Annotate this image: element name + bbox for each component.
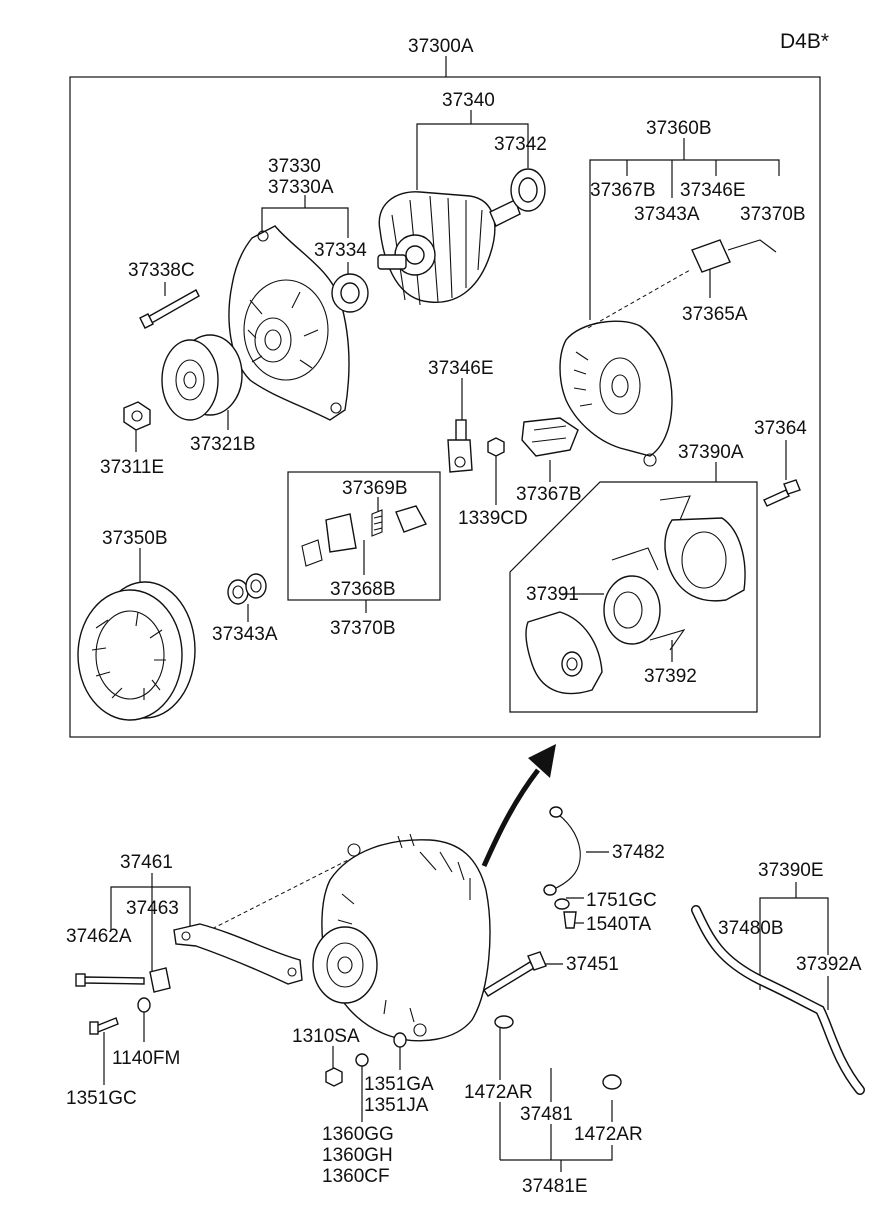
engine-code: D4B*: [780, 30, 829, 53]
screw-37364: [763, 479, 801, 507]
label-37330: 37330: [268, 156, 321, 177]
label-37451: 37451: [566, 954, 619, 975]
alternator-assembly: [312, 833, 491, 1042]
bolt-37338C: [139, 289, 200, 329]
label-37391: 37391: [526, 584, 579, 605]
label-37390A: 37390A: [678, 442, 744, 463]
brush-holder-37370B: [301, 505, 428, 567]
rotor-37340: [377, 191, 521, 306]
label-1339CD: 1339CD: [458, 508, 528, 529]
bracket-37461: [173, 923, 303, 985]
cover-37390A: [659, 495, 746, 602]
leader-lines: [103, 56, 829, 1172]
label-37392A: 37392A: [796, 954, 862, 975]
clamp-1472AR-right: [602, 1074, 622, 1090]
front-housing-37330: [228, 225, 350, 421]
label-37330A: 37330A: [268, 177, 334, 198]
washer-1360GG: [355, 1053, 369, 1067]
label-37338C: 37338C: [128, 260, 195, 281]
label-1472AR-right: 1472AR: [574, 1124, 643, 1145]
label-1751GC: 1751GC: [586, 890, 657, 911]
label-37311E: 37311E: [100, 457, 164, 478]
label-37482: 37482: [612, 842, 665, 863]
label-1351JA: 1351JA: [364, 1095, 429, 1116]
assembly-box-37300A: [69, 76, 821, 738]
label-37346E: 37346E: [428, 358, 494, 379]
insulator-37391: [603, 547, 686, 651]
label-37343A-top: 37343A: [634, 204, 700, 225]
nut-37463: [149, 967, 171, 993]
bolt-1540TA: [563, 911, 577, 929]
label-37340: 37340: [442, 90, 495, 111]
label-1360GH: 1360GH: [322, 1145, 393, 1166]
stator-37350B: [77, 581, 196, 721]
bearing-37334: [331, 273, 369, 313]
terminal-37346E: [447, 419, 473, 473]
label-1540TA: 1540TA: [586, 914, 651, 935]
label-1360GG: 1360GG: [322, 1124, 394, 1145]
nut-37311E: [123, 401, 151, 431]
nut-1751GC: [554, 898, 570, 910]
label-37390E: 37390E: [758, 860, 824, 881]
label-37350B: 37350B: [102, 528, 168, 549]
label-37392: 37392: [644, 666, 697, 687]
washer-1351GA: [393, 1032, 407, 1048]
label-1310SA: 1310SA: [292, 1026, 360, 1047]
hose-37390E: [691, 905, 865, 1095]
label-37481E: 37481E: [522, 1176, 588, 1197]
label-37342: 37342: [494, 134, 547, 155]
assembly-arrow: [481, 744, 556, 868]
part-labels: D4B* 37300A 37340 37342 37360B 37367B 37…: [66, 30, 862, 1197]
regulator-box-37390A: [509, 481, 758, 713]
plate-37392: [525, 611, 603, 695]
label-1351GC: 1351GC: [66, 1088, 137, 1109]
connector-37365A: [691, 239, 777, 273]
bolt-37451: [483, 951, 547, 997]
regulator-37367B: [521, 417, 579, 457]
label-37364: 37364: [754, 418, 807, 439]
label-37360B: 37360B: [646, 118, 712, 139]
cable-37482: [543, 806, 581, 896]
pulley-37321B: [161, 334, 243, 421]
nut-1339CD: [487, 437, 505, 457]
label-37462A: 37462A: [66, 926, 132, 947]
label-37461: 37461: [120, 852, 173, 873]
hose-37481: [512, 1039, 604, 1082]
label-37365A: 37365A: [682, 304, 748, 325]
bolt-1351GC: [89, 1017, 119, 1035]
label-37367B-top: 37367B: [590, 180, 656, 201]
label-37480B: 37480B: [718, 918, 784, 939]
label-37370B: 37370B: [330, 618, 396, 639]
label-37300A: 37300A: [408, 36, 474, 57]
label-37481: 37481: [520, 1104, 573, 1125]
label-37334: 37334: [314, 240, 367, 261]
label-37463: 37463: [126, 898, 179, 919]
bolt-37462A: [75, 973, 145, 987]
rear-housing-37360B: [559, 320, 673, 467]
label-37321B: 37321B: [190, 434, 256, 455]
dashed-link-37365A: [587, 269, 691, 329]
label-37343A: 37343A: [212, 624, 278, 645]
label-37368B: 37368B: [330, 579, 396, 600]
brush-holder-box-37370B: [287, 471, 441, 601]
label-1351GA: 1351GA: [364, 1074, 434, 1095]
label-1472AR-left: 1472AR: [464, 1082, 533, 1103]
nut-1310SA: [325, 1067, 343, 1087]
bearing-set-37343A: [227, 573, 267, 605]
washer-1140FM: [137, 997, 151, 1013]
label-1360CF: 1360CF: [322, 1166, 390, 1187]
label-37346E-top: 37346E: [680, 180, 746, 201]
label-37367B: 37367B: [516, 484, 582, 505]
label-37370B-top: 37370B: [740, 204, 806, 225]
bearing-37342: [510, 168, 546, 212]
label-37369B: 37369B: [342, 478, 408, 499]
label-1140FM: 1140FM: [112, 1048, 180, 1069]
clamp-1472AR-left: [494, 1015, 514, 1029]
